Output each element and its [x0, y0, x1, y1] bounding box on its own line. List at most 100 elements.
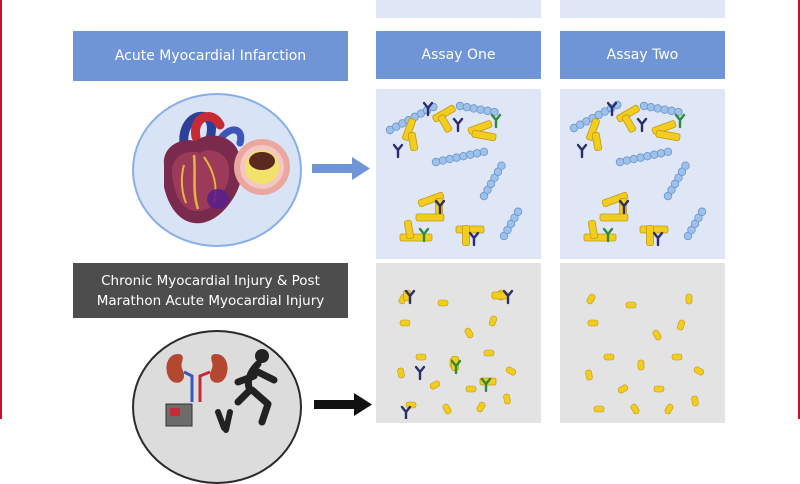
troponin-fragment	[585, 369, 593, 381]
troponin-fragment	[488, 315, 498, 327]
troponin-fragment	[652, 329, 662, 341]
protein-chain-bead	[653, 104, 662, 113]
troponin-fragment	[465, 385, 477, 393]
troponin-rod	[586, 118, 600, 141]
top-panel-assay-one-cropped	[376, 0, 541, 18]
troponin-rod	[403, 219, 415, 240]
antibody-icon	[576, 143, 588, 159]
troponin-rod	[601, 191, 629, 208]
protein-chain-bead	[469, 104, 478, 113]
heart-illustration-circle	[132, 93, 302, 247]
protein-chain-bead	[663, 147, 673, 157]
troponin-fragment	[625, 301, 637, 309]
antibody-icon	[602, 227, 614, 243]
troponin-rod	[437, 114, 453, 133]
troponin-fragment	[405, 401, 417, 409]
troponin-rod	[583, 233, 617, 242]
troponin-fragment	[429, 380, 441, 390]
protein-chain-bead	[643, 151, 652, 161]
troponin-rod	[655, 129, 681, 142]
troponin-fragment	[685, 293, 693, 305]
protein-chain-bead	[615, 157, 625, 167]
row-label-acute-mi-text: Acute Myocardial Infarction	[114, 48, 307, 64]
troponin-fragment	[483, 349, 495, 357]
antibody-icon	[618, 199, 630, 215]
protein-chain-bead	[479, 147, 489, 157]
troponin-rod	[399, 233, 433, 242]
assay-one-header: Assay One	[376, 31, 541, 79]
antibody-icon	[400, 405, 412, 419]
troponin-rod	[402, 118, 416, 141]
antibody-icon	[674, 113, 686, 129]
troponin-fragment	[630, 403, 640, 415]
panel-chronic-assay-two	[560, 263, 725, 423]
troponin-fragment	[476, 401, 486, 413]
troponin-rod	[471, 129, 497, 142]
antibody-icon	[450, 359, 462, 375]
troponin-fragment	[637, 359, 645, 371]
troponin-fragment	[693, 366, 705, 376]
troponin-fragment	[415, 353, 427, 361]
troponin-rod	[646, 225, 654, 246]
protein-chain-bead	[431, 157, 441, 167]
protein-chain-bead	[629, 154, 638, 164]
panel-chronic-assay-one	[376, 263, 541, 423]
troponin-fragment	[397, 367, 405, 379]
antibody-icon	[502, 289, 514, 305]
protein-chain-bead	[459, 151, 468, 161]
protein-chain-bead	[646, 103, 656, 112]
protein-chain-bead	[660, 105, 669, 114]
protein-chain-bead	[656, 149, 666, 158]
antibody-icon	[480, 377, 492, 393]
troponin-molecule-layer	[385, 100, 707, 419]
top-panel-assay-two-cropped	[560, 0, 725, 18]
protein-chain-bead	[513, 207, 523, 216]
protein-chain-bead	[697, 207, 707, 216]
troponin-fragment	[505, 366, 517, 376]
troponin-rod	[415, 213, 445, 222]
frame-right-border	[798, 0, 800, 419]
troponin-rod	[591, 131, 603, 152]
troponin-fragment	[399, 319, 411, 327]
protein-chain-bead	[622, 156, 632, 165]
row-label-chronic-injury: Chronic Myocardial Injury & Post Maratho…	[73, 263, 348, 318]
protein-chain-bead	[483, 106, 492, 116]
troponin-fragment	[691, 395, 699, 407]
troponin-fragment	[603, 353, 615, 361]
troponin-rod	[417, 191, 445, 208]
protein-chain-bead	[639, 101, 649, 111]
antibody-icon	[636, 117, 648, 133]
assay-two-header: Assay Two	[560, 31, 725, 79]
protein-chain-bead	[466, 150, 475, 159]
troponin-fragment	[676, 319, 686, 331]
troponin-fragment	[617, 384, 629, 394]
troponin-fragment	[464, 327, 474, 339]
assay-two-header-text: Assay Two	[606, 47, 679, 63]
protein-chain-bead	[650, 150, 659, 159]
row-label-chronic-line-1: Chronic Myocardial Injury & Post	[101, 272, 320, 289]
protein-chain-bead	[497, 161, 506, 170]
protein-chain-bead	[462, 103, 472, 112]
troponin-fragment	[503, 393, 511, 405]
antibody-icon	[452, 117, 464, 133]
troponin-fragment	[586, 293, 596, 305]
troponin-rod	[462, 225, 470, 246]
troponin-rod	[599, 213, 629, 222]
troponin-fragment	[593, 405, 605, 413]
antibody-icon	[490, 113, 502, 129]
antibody-icon	[418, 227, 430, 243]
troponin-fragment	[671, 353, 683, 361]
frame-left-border	[0, 0, 2, 419]
antibody-icon	[606, 101, 618, 117]
protein-chain-bead	[476, 105, 485, 114]
antibody-icon	[414, 365, 426, 381]
troponin-rod	[407, 131, 419, 152]
antibody-icon	[434, 199, 446, 215]
antibody-icon	[422, 101, 434, 117]
row-label-acute-mi: Acute Myocardial Infarction	[73, 31, 348, 81]
troponin-fragment	[587, 319, 599, 327]
antibody-icon	[652, 231, 664, 247]
troponin-rod	[621, 114, 637, 133]
protein-chain-bead	[472, 149, 482, 158]
troponin-fragment	[664, 403, 674, 415]
